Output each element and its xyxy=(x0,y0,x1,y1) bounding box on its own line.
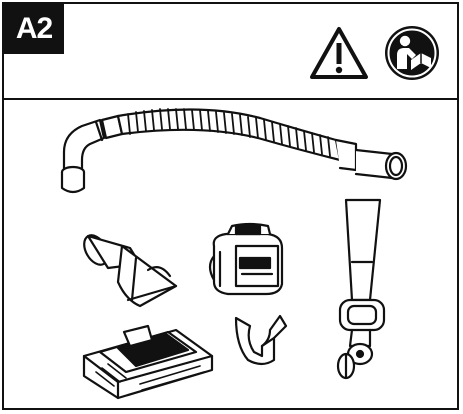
battery-charger xyxy=(82,324,214,400)
angled-nozzle xyxy=(83,234,178,308)
warning-triangle-icon xyxy=(310,27,368,79)
safety-icons xyxy=(309,24,441,82)
page-frame xyxy=(2,2,459,410)
hose-clip xyxy=(234,314,288,366)
step-header: A2 xyxy=(4,4,459,100)
battery-pack xyxy=(208,222,284,296)
read-manual-icon xyxy=(385,26,439,80)
shoulder-strap xyxy=(336,198,386,380)
flexible-hose xyxy=(60,108,408,194)
step-label: A2 xyxy=(15,12,53,45)
step-badge: A2 xyxy=(4,4,64,54)
